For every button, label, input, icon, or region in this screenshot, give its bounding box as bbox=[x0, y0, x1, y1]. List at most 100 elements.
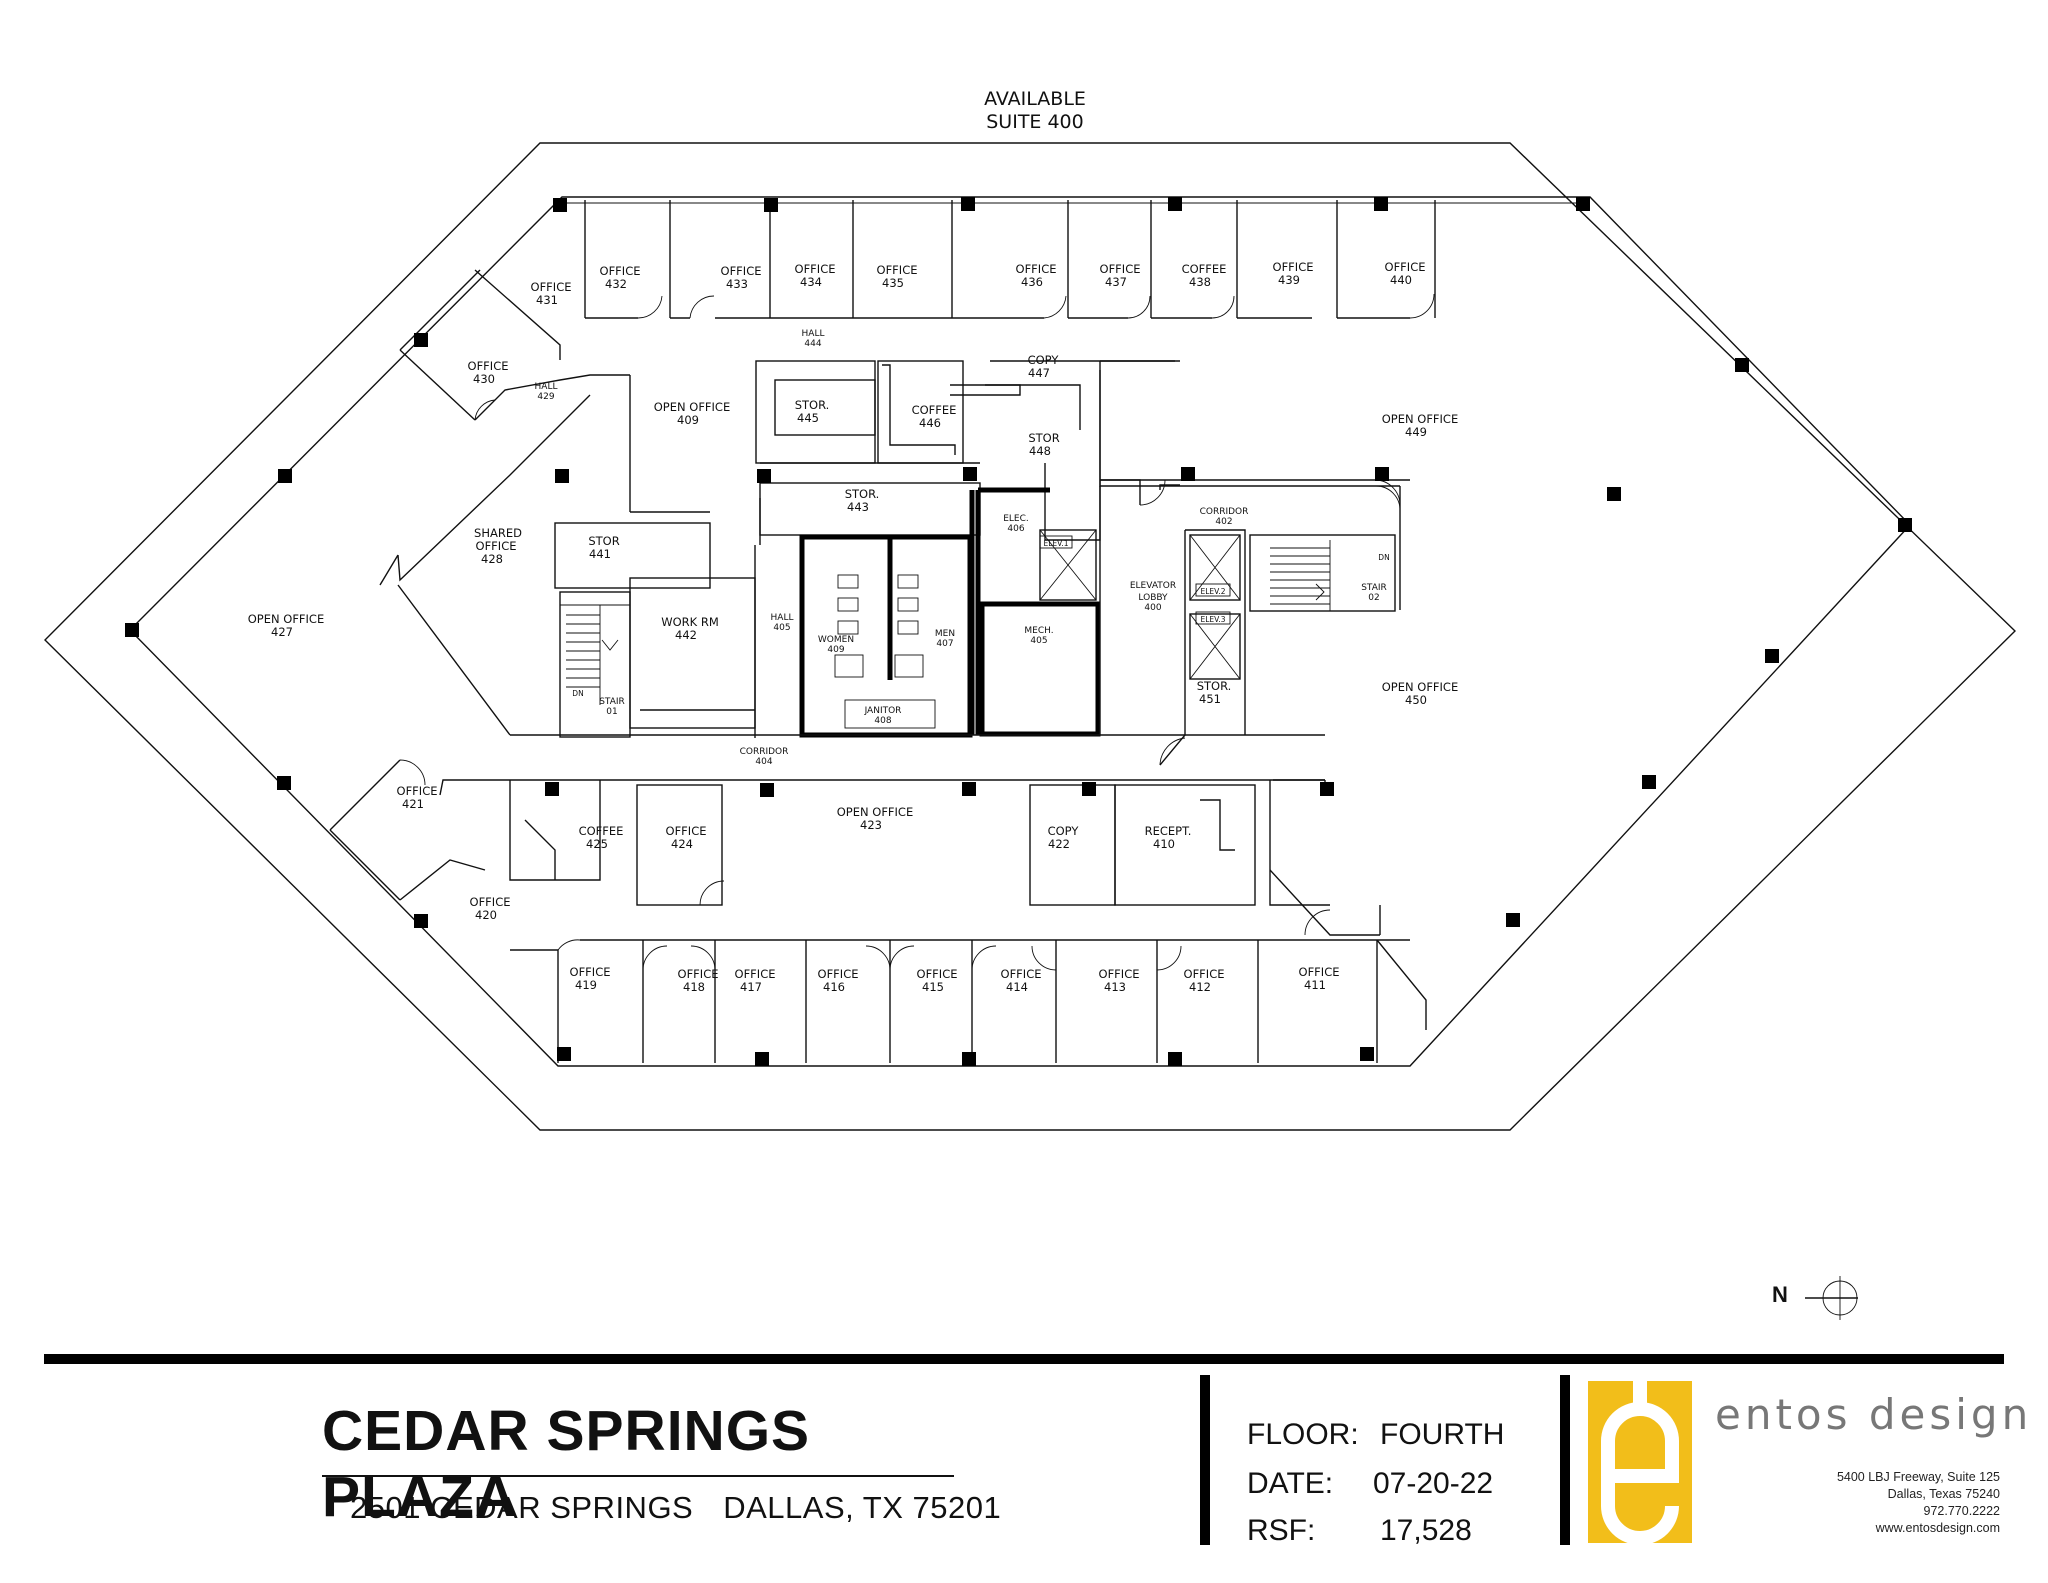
room-name-label: HALL bbox=[802, 329, 825, 339]
room-number-label: 400 bbox=[1144, 603, 1161, 613]
room-name-label: OFFICE bbox=[476, 539, 517, 553]
room-name-label: STOR. bbox=[795, 398, 830, 412]
room-number-label: 444 bbox=[804, 339, 821, 349]
rsf-value: 17,528 bbox=[1380, 1514, 1472, 1547]
room-name-label: OFFICE bbox=[600, 264, 641, 278]
elevator-tags: ELEV.1 ELEV.2 ELEV.3 DN DN bbox=[572, 535, 1390, 698]
room-name-label: OFFICE bbox=[1001, 967, 1042, 981]
room-number-label: 424 bbox=[671, 837, 693, 851]
room-number-label: 443 bbox=[847, 500, 869, 514]
room-number-label: 450 bbox=[1405, 693, 1427, 707]
room-name-label: OFFICE bbox=[531, 280, 572, 294]
room-name-label: OFFICE bbox=[1099, 967, 1140, 981]
room-name-label: OFFICE bbox=[721, 264, 762, 278]
room-name-label: OPEN OFFICE bbox=[837, 805, 913, 819]
room-name-label: OFFICE bbox=[570, 965, 611, 979]
room-number-label: 449 bbox=[1405, 425, 1427, 439]
stair-02-dn-marker: DN bbox=[1378, 553, 1389, 562]
room-number-label: 434 bbox=[800, 275, 822, 289]
room-number-label: 01 bbox=[606, 707, 617, 717]
suite-label: SUITE 400 bbox=[986, 111, 1084, 133]
room-name-label: OFFICE bbox=[666, 824, 707, 838]
room-number-label: 442 bbox=[675, 628, 697, 642]
room-number-label: 435 bbox=[882, 276, 904, 290]
room-number-label: 413 bbox=[1104, 980, 1126, 994]
room-number-label: 433 bbox=[726, 277, 748, 291]
room-number-label: 422 bbox=[1048, 837, 1070, 851]
firm-address-line2: Dallas, Texas 75240 bbox=[1887, 1487, 2000, 1501]
room-number-label: 414 bbox=[1006, 980, 1028, 994]
room-number-label: 409 bbox=[677, 413, 699, 427]
room-name-label: OFFICE bbox=[678, 967, 719, 981]
room-name-label: LOBBY bbox=[1138, 593, 1168, 603]
room-number-label: 429 bbox=[537, 392, 554, 402]
city-state-zip: DALLAS, TX 75201 bbox=[723, 1490, 1002, 1525]
room-number-label: 440 bbox=[1390, 273, 1412, 287]
room-labels: OFFICE431OFFICE432OFFICE433OFFICE434OFFI… bbox=[248, 260, 1458, 994]
building-core bbox=[755, 360, 1180, 738]
divider-bar-left bbox=[1200, 1375, 1210, 1545]
room-number-label: 439 bbox=[1278, 273, 1300, 287]
bottom-office-row bbox=[510, 905, 1427, 1063]
room-name-label: STAIR bbox=[599, 697, 625, 707]
room-number-label: 415 bbox=[922, 980, 944, 994]
room-number-label: 419 bbox=[575, 978, 597, 992]
room-number-label: 425 bbox=[586, 837, 608, 851]
room-number-label: 412 bbox=[1189, 980, 1211, 994]
room-number-label: 447 bbox=[1028, 366, 1050, 380]
north-label: N bbox=[1772, 1282, 1788, 1307]
room-name-label: OFFICE bbox=[397, 784, 438, 798]
room-number-label: 432 bbox=[605, 277, 627, 291]
room-name-label: COFFEE bbox=[579, 824, 624, 838]
room-number-label: 405 bbox=[773, 623, 790, 633]
room-name-label: RECEPT. bbox=[1145, 824, 1192, 838]
elevator-1-tag: ELEV.1 bbox=[1044, 539, 1069, 548]
room-name-label: COFFEE bbox=[1182, 262, 1227, 276]
room-name-label: HALL bbox=[771, 613, 794, 623]
room-name-label: OFFICE bbox=[735, 967, 776, 981]
room-name-label: OFFICE bbox=[818, 967, 859, 981]
available-label: AVAILABLE bbox=[984, 88, 1086, 110]
room-name-label: COPY bbox=[1028, 353, 1060, 367]
room-name-label: OFFICE bbox=[877, 263, 918, 277]
room-number-label: 418 bbox=[683, 980, 705, 994]
structural-columns bbox=[125, 197, 1912, 1066]
room-number-label: 446 bbox=[919, 416, 941, 430]
room-name-label: OFFICE bbox=[1299, 965, 1340, 979]
room-name-label: OFFICE bbox=[468, 359, 509, 373]
room-number-label: 437 bbox=[1105, 275, 1127, 289]
room-number-label: 408 bbox=[874, 716, 891, 726]
firm-phone: 972.770.2222 bbox=[1923, 1504, 2000, 1518]
room-name-label: OPEN OFFICE bbox=[1382, 680, 1458, 694]
room-name-label: OPEN OFFICE bbox=[1382, 412, 1458, 426]
room-number-label: 410 bbox=[1153, 837, 1175, 851]
room-name-label: MEN bbox=[935, 629, 955, 639]
room-name-label: OFFICE bbox=[917, 967, 958, 981]
room-name-label: MECH. bbox=[1024, 626, 1053, 636]
room-name-label: STAIR bbox=[1361, 583, 1387, 593]
room-name-label: OPEN OFFICE bbox=[248, 612, 324, 626]
room-number-label: 407 bbox=[936, 639, 953, 649]
room-name-label: COPY bbox=[1048, 824, 1080, 838]
room-name-label: STOR bbox=[588, 534, 619, 548]
entos-e-mark-icon bbox=[1588, 1381, 1692, 1545]
room-number-label: 423 bbox=[860, 818, 882, 832]
room-name-label: HALL bbox=[535, 382, 558, 392]
floor-label: FLOOR: bbox=[1247, 1418, 1359, 1451]
right-core-walls bbox=[1099, 361, 1401, 766]
left-zone-walls bbox=[379, 375, 761, 738]
room-name-label: STOR. bbox=[845, 487, 880, 501]
firm-name: entos design bbox=[1715, 1390, 2033, 1439]
room-name-label: OFFICE bbox=[1184, 967, 1225, 981]
building-name: CEDAR SPRINGS PLAZA bbox=[322, 1399, 811, 1529]
elevator-2-tag: ELEV.2 bbox=[1201, 587, 1226, 596]
room-number-label: 436 bbox=[1021, 275, 1043, 289]
room-name-label: COFFEE bbox=[912, 403, 957, 417]
title-block-rule bbox=[44, 1354, 2004, 1364]
room-number-label: 411 bbox=[1304, 978, 1326, 992]
corridor-walls bbox=[329, 734, 1380, 936]
room-name-label: OFFICE bbox=[795, 262, 836, 276]
room-name-label: STOR. bbox=[1197, 679, 1232, 693]
